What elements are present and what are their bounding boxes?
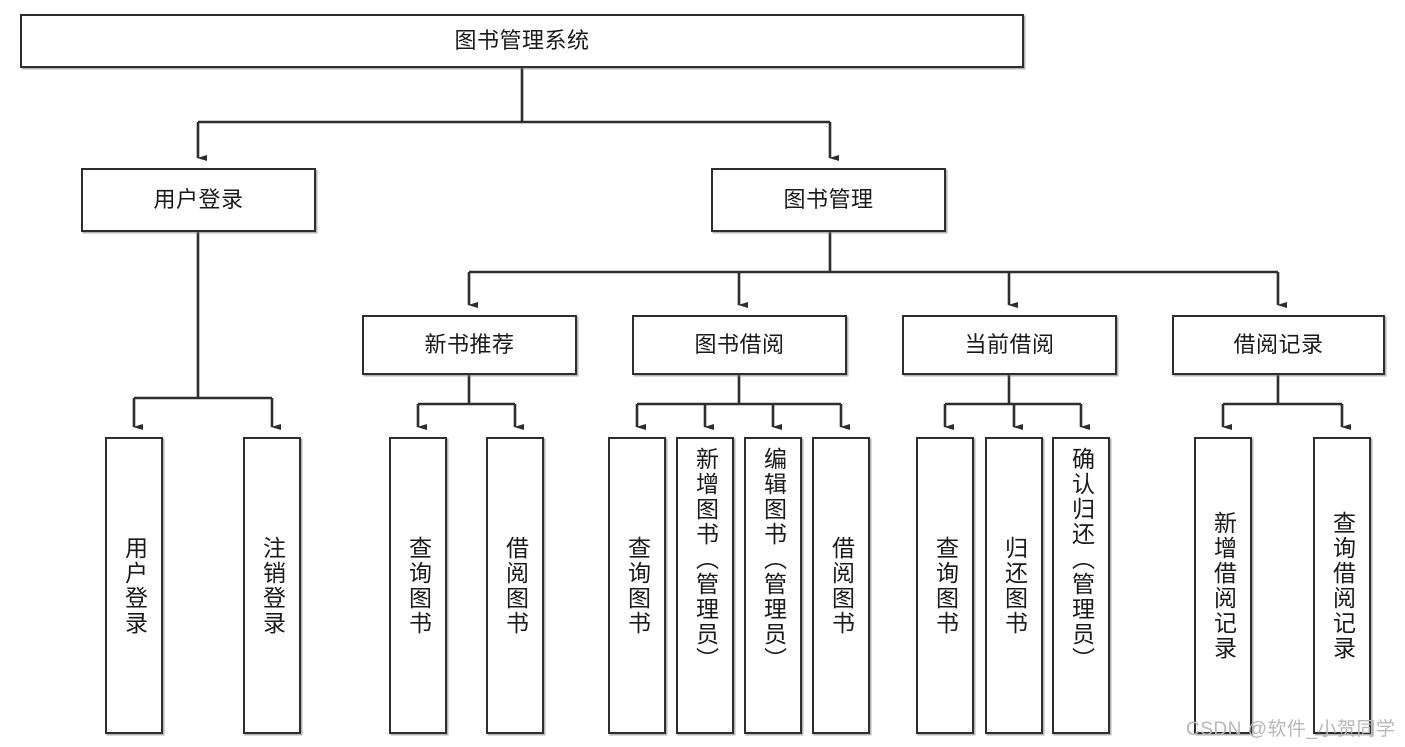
leaf-user-logout[interactable]: 注销登录 — [243, 437, 301, 734]
leaf-query-borrow-record[interactable]: 查询借阅记录 — [1313, 437, 1371, 734]
node-label: 用户登录 — [153, 187, 244, 213]
node-label: 编辑图书（管理员） — [760, 447, 787, 672]
node-label: 图书管理系统 — [454, 28, 590, 54]
leaf-borrow-book[interactable]: 借阅图书 — [812, 437, 870, 734]
node-label: 查询图书 — [624, 535, 651, 636]
leaf-query-book-borrow[interactable]: 查询图书 — [608, 437, 666, 734]
node-current-borrow[interactable]: 当前借阅 — [902, 315, 1117, 375]
node-label: 新增图书（管理员） — [692, 447, 719, 672]
leaf-confirm-return[interactable]: 确认归还（管理员） — [1052, 437, 1110, 734]
node-label: 当前借阅 — [964, 332, 1055, 358]
node-label: 新增借阅记录 — [1210, 510, 1237, 661]
node-book-management[interactable]: 图书管理 — [711, 168, 946, 232]
node-new-book-recommend[interactable]: 新书推荐 — [362, 315, 577, 375]
node-label: 借阅图书 — [828, 535, 855, 636]
node-label: 借阅记录 — [1233, 332, 1324, 358]
node-label: 借阅图书 — [502, 535, 529, 636]
node-label: 图书借阅 — [694, 332, 785, 358]
node-label: 查询图书 — [405, 535, 432, 636]
leaf-query-book-recommend[interactable]: 查询图书 — [389, 437, 447, 734]
node-label: 查询借阅记录 — [1329, 510, 1356, 661]
node-label: 图书管理 — [783, 187, 874, 213]
node-label: 新书推荐 — [424, 332, 515, 358]
leaf-edit-book[interactable]: 编辑图书（管理员） — [744, 437, 802, 734]
node-label: 查询图书 — [932, 535, 959, 636]
node-root-system[interactable]: 图书管理系统 — [20, 14, 1024, 68]
node-user-login[interactable]: 用户登录 — [81, 168, 316, 232]
node-label: 注销登录 — [259, 535, 286, 636]
leaf-return-book[interactable]: 归还图书 — [985, 437, 1043, 734]
leaf-user-login[interactable]: 用户登录 — [105, 437, 163, 734]
leaf-query-book-current[interactable]: 查询图书 — [916, 437, 974, 734]
node-borrow-record[interactable]: 借阅记录 — [1172, 315, 1385, 375]
node-label: 用户登录 — [121, 535, 148, 636]
leaf-add-borrow-record[interactable]: 新增借阅记录 — [1194, 437, 1252, 734]
node-book-borrow[interactable]: 图书借阅 — [632, 315, 847, 375]
watermark-text: CSDN @软件_小贺同学 — [1186, 719, 1396, 740]
node-label: 确认归还（管理员） — [1068, 447, 1095, 672]
leaf-borrow-book-recommend[interactable]: 借阅图书 — [486, 437, 544, 734]
leaf-add-book[interactable]: 新增图书（管理员） — [676, 437, 734, 734]
node-label: 归还图书 — [1001, 535, 1028, 636]
